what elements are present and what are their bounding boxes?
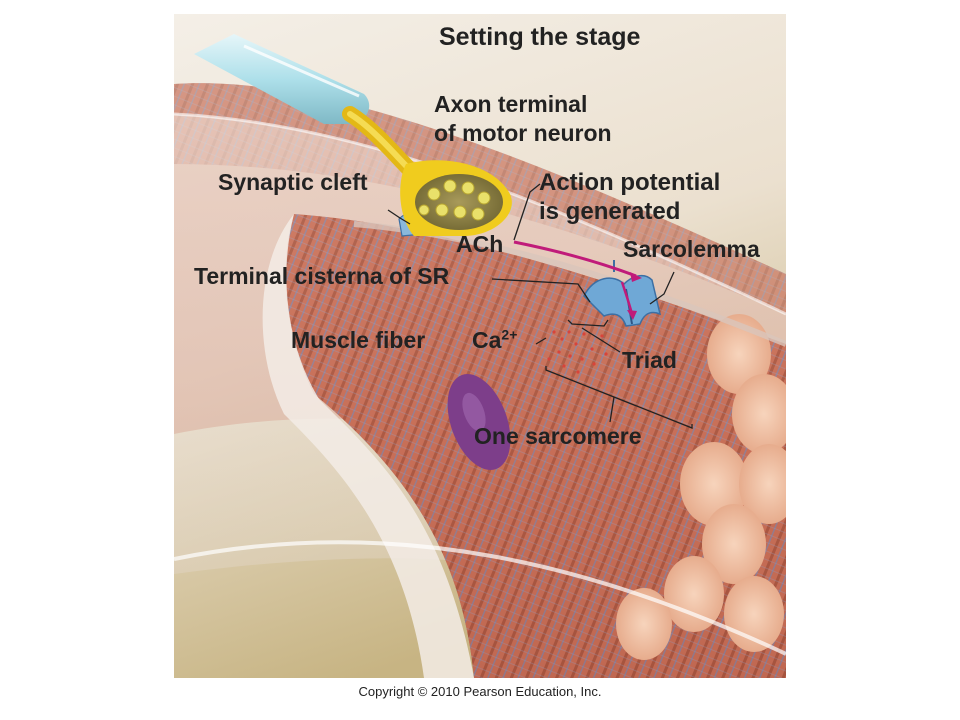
figure-title: Setting the stage (439, 23, 641, 51)
label-muscle-fiber: Muscle fiber (291, 327, 426, 353)
label-calcium: Ca2+ (472, 326, 518, 353)
label-terminal-cisterna: Terminal cisterna of SR (194, 263, 450, 289)
label-sarcolemma: Sarcolemma (623, 236, 760, 262)
label-action-potential-line1: Action potential (539, 169, 721, 196)
label-axon-terminal-line2: of motor neuron (434, 120, 612, 146)
label-one-sarcomere: One sarcomere (474, 423, 642, 449)
label-triad: Triad (622, 347, 677, 373)
figure-panel: Setting the stage Axon terminal of motor… (174, 14, 786, 678)
label-calcium-charge: 2+ (501, 326, 518, 343)
label-action-potential-line2: is generated (539, 198, 681, 225)
motor-neuron-axon (194, 34, 512, 236)
action-potential-arrow (513, 240, 642, 320)
copyright-notice: Copyright © 2010 Pearson Education, Inc. (358, 684, 602, 699)
muscle-illustration (174, 14, 786, 678)
label-axon-terminal-line1: Axon terminal (434, 91, 588, 117)
label-synaptic-cleft: Synaptic cleft (218, 169, 368, 195)
label-ach: ACh (456, 231, 504, 257)
calcium-ions (547, 330, 608, 374)
label-calcium-base: Ca (472, 327, 502, 353)
